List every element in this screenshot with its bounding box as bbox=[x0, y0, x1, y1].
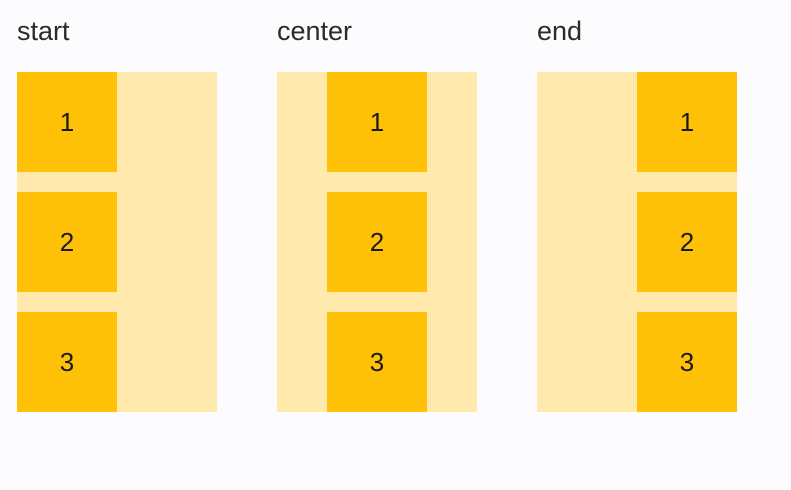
flex-item: 3 bbox=[17, 312, 117, 412]
flex-item: 3 bbox=[327, 312, 427, 412]
flex-item: 2 bbox=[327, 192, 427, 292]
flex-item: 1 bbox=[17, 72, 117, 172]
demo-label-end: end bbox=[537, 16, 583, 46]
flex-item-label: 2 bbox=[59, 227, 75, 257]
flex-item: 2 bbox=[17, 192, 117, 292]
demo-label-start: start bbox=[17, 16, 70, 46]
flex-item-label: 3 bbox=[369, 347, 385, 377]
flex-container-start: 1 2 3 bbox=[17, 72, 217, 412]
demo-label-center: center bbox=[277, 16, 353, 46]
flex-item-label: 2 bbox=[679, 227, 695, 257]
flex-item: 3 bbox=[637, 312, 737, 412]
flex-item-label: 2 bbox=[369, 227, 385, 257]
flex-item: 2 bbox=[637, 192, 737, 292]
flex-container-end: 1 2 3 bbox=[537, 72, 737, 412]
flex-item-label: 3 bbox=[59, 347, 75, 377]
flex-item-label: 1 bbox=[679, 107, 695, 137]
flex-item: 1 bbox=[637, 72, 737, 172]
flex-item: 1 bbox=[327, 72, 427, 172]
flex-item-label: 3 bbox=[679, 347, 695, 377]
flex-container-center: 1 2 3 bbox=[277, 72, 477, 412]
flex-item-label: 1 bbox=[59, 107, 75, 137]
flex-item-label: 1 bbox=[369, 107, 385, 137]
